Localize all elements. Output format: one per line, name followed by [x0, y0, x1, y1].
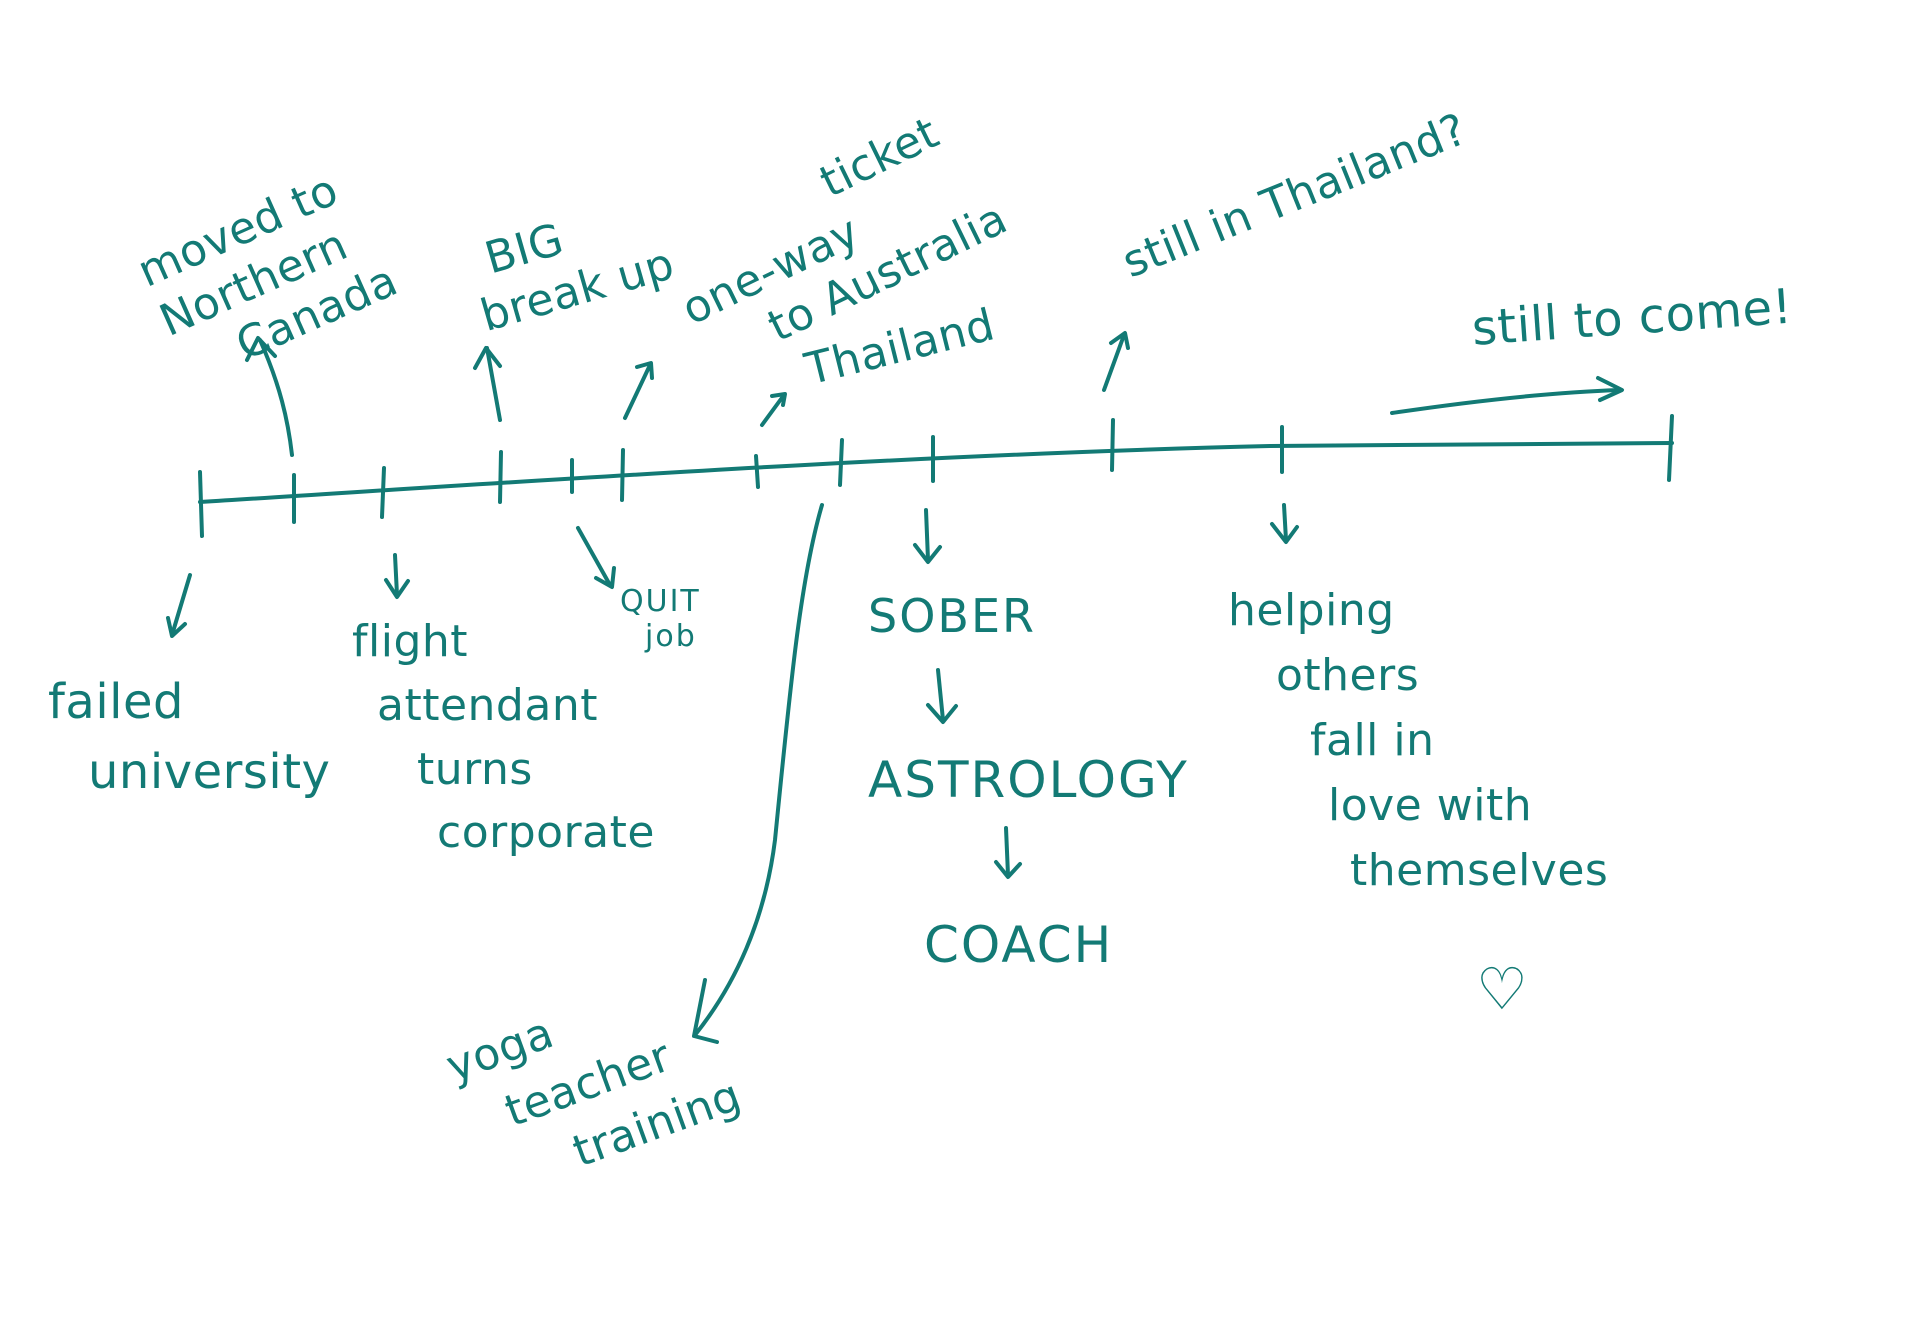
- label-astrology: ASTROLOGY: [868, 750, 1189, 811]
- timeline-end-cap: [1667, 414, 1674, 482]
- label-failed-university: failed university: [48, 668, 330, 807]
- label-line: corporate: [437, 807, 655, 859]
- arrow-to-sober: [913, 508, 942, 564]
- label-sober: SOBER: [868, 588, 1036, 644]
- arrow-to-northern-canada: [245, 336, 294, 457]
- arrow-to-quit-job: [576, 526, 616, 589]
- label-helping-others: helping others fall in love with themsel…: [1228, 578, 1608, 904]
- arrow-to-failed-university: [166, 573, 192, 638]
- label-line: job: [645, 618, 697, 654]
- label-line: ASTROLOGY: [868, 751, 1189, 809]
- arrow-to-still-in-thailand: [1102, 331, 1130, 392]
- tick-2: [380, 466, 386, 519]
- label-line: QUIT: [620, 584, 701, 619]
- timeline-line: [198, 441, 1674, 504]
- label-flight-attendant-corporate: flight attendant turns corporate: [352, 610, 655, 865]
- label-line: helping: [1228, 585, 1395, 636]
- arrow-sober-to-astrology: [926, 668, 958, 724]
- label-line: SOBER: [868, 589, 1036, 643]
- arrow-to-yoga: [692, 503, 824, 1044]
- heart-icon: ♡: [1476, 955, 1528, 1023]
- arrow-to-helping: [1270, 503, 1299, 544]
- tick-3: [498, 450, 503, 504]
- arrow-to-breakup: [473, 346, 502, 422]
- label-line: love with: [1328, 780, 1533, 832]
- arrow-astrology-to-coach: [994, 826, 1022, 879]
- label-line: attendant: [377, 679, 598, 731]
- label-line: flight: [352, 616, 469, 667]
- timeline-start-cap: [198, 470, 204, 538]
- label-line: COACH: [924, 916, 1114, 974]
- label-line: turns: [417, 743, 533, 795]
- tick-6: [754, 454, 760, 489]
- arrow-to-thailand: [760, 392, 787, 427]
- tick-5: [620, 448, 625, 502]
- arrow-to-flight-attendant: [384, 553, 410, 599]
- label-coach: COACH: [924, 915, 1113, 976]
- tick-9: [1110, 418, 1115, 472]
- label-line: others: [1276, 650, 1420, 702]
- arrow-to-australia: [623, 361, 654, 420]
- label-line: failed: [48, 674, 184, 730]
- label-line: themselves: [1350, 845, 1609, 897]
- arrow-still-to-come: [1390, 376, 1624, 415]
- tick-7: [838, 438, 844, 487]
- label-quit-job: QUIT job: [620, 584, 701, 654]
- label-line: university: [88, 743, 331, 800]
- label-line: fall in: [1310, 715, 1435, 767]
